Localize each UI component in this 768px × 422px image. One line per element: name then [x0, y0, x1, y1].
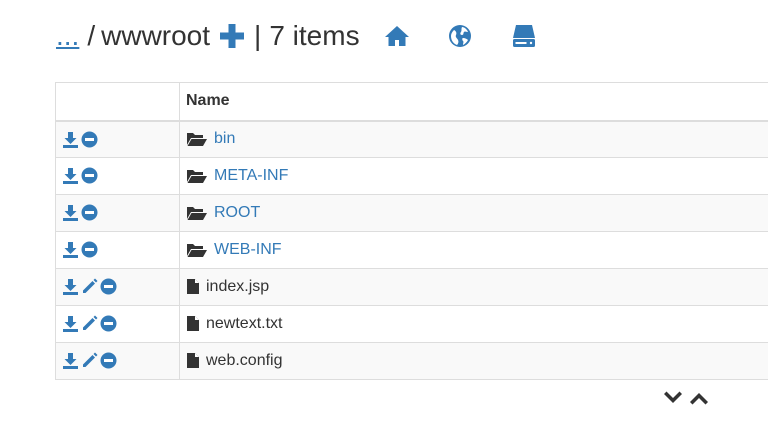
minus-circle-icon[interactable] — [81, 167, 98, 184]
table-row: META-INF — [55, 157, 768, 195]
name-column-header[interactable]: Name — [179, 82, 768, 122]
pencil-icon[interactable] — [81, 278, 98, 295]
chevron-down-icon[interactable] — [662, 390, 684, 406]
folder-open-icon — [186, 205, 208, 221]
minus-circle-icon[interactable] — [100, 352, 117, 369]
folder-link[interactable]: META-INF — [214, 166, 289, 184]
hard-drive-icon[interactable] — [512, 23, 536, 49]
home-icon[interactable] — [384, 24, 410, 48]
download-icon[interactable] — [62, 131, 79, 148]
file-name[interactable]: web.config — [206, 351, 283, 369]
pencil-icon[interactable] — [81, 352, 98, 369]
file-icon — [186, 278, 200, 295]
table-row: WEB-INF — [55, 231, 768, 269]
name-cell: index.jsp — [179, 268, 768, 306]
minus-circle-icon[interactable] — [81, 131, 98, 148]
file-name[interactable]: newtext.txt — [206, 314, 283, 332]
actions-column-header — [55, 82, 180, 122]
file-icon — [186, 315, 200, 332]
folder-link[interactable]: ROOT — [214, 203, 261, 221]
folder-open-icon — [186, 168, 208, 184]
globe-icon[interactable] — [448, 24, 472, 48]
breadcrumb: ... / wwwroot | 7 items — [56, 14, 536, 58]
row-actions — [55, 120, 180, 158]
row-actions — [55, 194, 180, 232]
row-actions — [55, 268, 180, 306]
table-row: web.config — [55, 342, 768, 380]
download-icon[interactable] — [62, 278, 79, 296]
name-cell: web.config — [179, 342, 768, 380]
table-row: newtext.txt — [55, 305, 768, 343]
folder-link[interactable]: bin — [214, 130, 236, 148]
table-row: ROOT — [55, 194, 768, 232]
name-cell: WEB-INF — [179, 231, 768, 269]
folder-link[interactable]: WEB-INF — [214, 240, 282, 258]
table-row: bin — [55, 120, 768, 158]
row-actions — [55, 342, 180, 380]
table-header-row: Name — [55, 82, 768, 122]
chevron-up-icon[interactable] — [688, 390, 710, 406]
pencil-icon[interactable] — [81, 315, 98, 332]
folder-open-icon — [186, 242, 208, 258]
current-folder-name: wwwroot — [101, 20, 211, 51]
minus-circle-icon[interactable] — [100, 315, 117, 332]
download-icon[interactable] — [62, 352, 79, 370]
plus-icon[interactable] — [218, 22, 246, 50]
folder-open-icon — [186, 131, 208, 147]
item-count: 7 items — [269, 20, 360, 51]
minus-circle-icon[interactable] — [81, 204, 98, 221]
download-icon[interactable] — [62, 167, 79, 185]
name-cell: bin — [179, 120, 768, 158]
breadcrumb-divider: | — [254, 20, 262, 51]
download-icon[interactable] — [62, 315, 79, 333]
minus-circle-icon[interactable] — [81, 241, 98, 258]
row-actions — [55, 305, 180, 343]
table-row: index.jsp — [55, 268, 768, 306]
file-icon — [186, 352, 200, 369]
file-name[interactable]: index.jsp — [206, 277, 270, 295]
row-actions — [55, 231, 180, 269]
parent-directory-link[interactable]: ... — [56, 20, 80, 51]
name-cell: META-INF — [179, 157, 768, 195]
name-cell: ROOT — [179, 194, 768, 232]
download-icon[interactable] — [62, 241, 79, 259]
download-icon[interactable] — [62, 204, 79, 222]
sort-controls — [662, 390, 710, 406]
row-actions — [55, 157, 180, 195]
minus-circle-icon[interactable] — [100, 278, 117, 295]
breadcrumb-separator: / — [87, 20, 96, 51]
name-cell: newtext.txt — [179, 305, 768, 343]
